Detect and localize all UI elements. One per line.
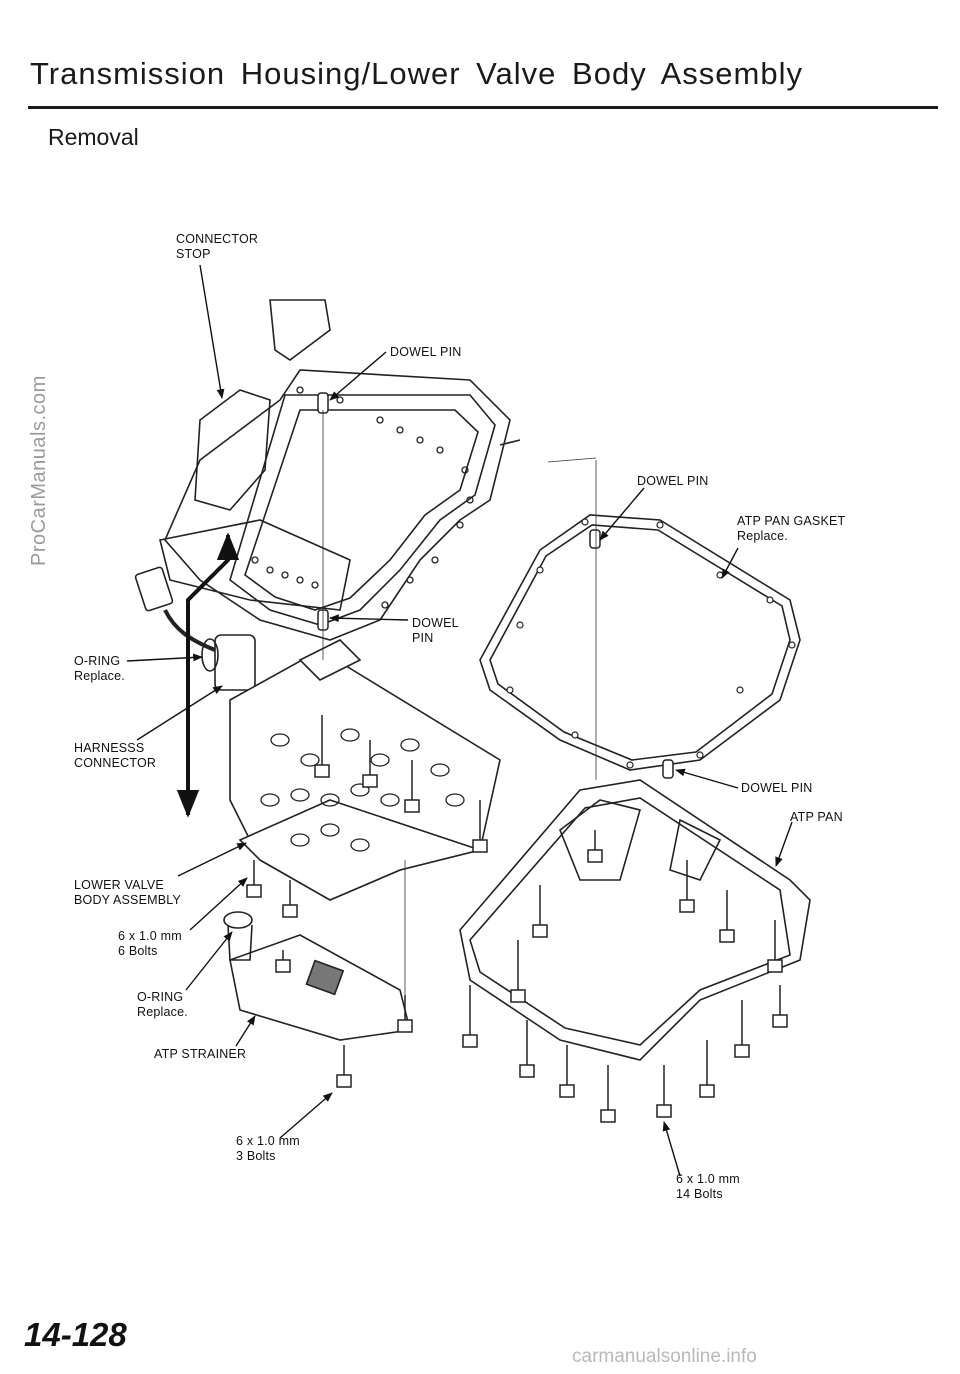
label-dowel-pin-top: DOWEL PIN (390, 345, 462, 359)
alignment-lines (322, 410, 597, 995)
label-atp-pan: ATP PAN (790, 810, 843, 824)
valve-body-bolt (314, 715, 330, 778)
pan-bolt (600, 1065, 616, 1123)
label-atp-strainer: ATP STRAINER (154, 1047, 247, 1061)
pan-bolt (772, 985, 788, 1028)
section-subtitle: Removal (48, 124, 139, 150)
atp-pan (459, 779, 811, 1061)
leader-lines (126, 264, 793, 1177)
pan-bolt (462, 985, 478, 1048)
label-dowel-pin-pan: DOWEL PIN (741, 781, 813, 795)
harness-connector (134, 566, 256, 691)
watermark: ProCarManuals.com (28, 375, 50, 566)
pan-bolt (559, 1045, 575, 1098)
atp-pan-gasket (479, 514, 801, 771)
footer-site: carmanualsonline.info (572, 1346, 757, 1367)
valve-body-bolt (472, 800, 488, 853)
housing-holes (251, 386, 474, 609)
title-rule (28, 106, 938, 109)
pan-bolt (519, 1020, 535, 1078)
pan-bolt (699, 1040, 715, 1098)
valve-body-ports (260, 728, 465, 852)
pan-bolt (719, 890, 735, 943)
bolts (246, 715, 788, 1123)
pan-bolt (656, 1065, 672, 1118)
lower-valve-body (229, 639, 501, 901)
valve-body-bolt (246, 860, 262, 898)
valve-body-bolt (362, 740, 378, 788)
harness-routing-arrow (186, 532, 240, 810)
pan-bolt (734, 1000, 750, 1058)
pan-bolt (532, 885, 548, 938)
label-dowel-pin-gasket: DOWEL PIN (637, 474, 709, 488)
gasket-holes (506, 518, 796, 769)
valve-body-bolt (404, 760, 420, 813)
strainer-bolt (336, 1045, 352, 1088)
pan-bolt (510, 940, 526, 1003)
strainer-bolt (275, 950, 291, 973)
strainer-bolt (397, 995, 413, 1033)
valve-body-bolt (282, 880, 298, 918)
pan-bolt (587, 830, 603, 863)
page-title: Transmission Housing/Lower Valve Body As… (30, 56, 803, 91)
pan-bolt (679, 860, 695, 913)
transmission-housing (159, 299, 521, 641)
page-number: 14-128 (24, 1316, 127, 1353)
pan-bolt (767, 920, 783, 973)
